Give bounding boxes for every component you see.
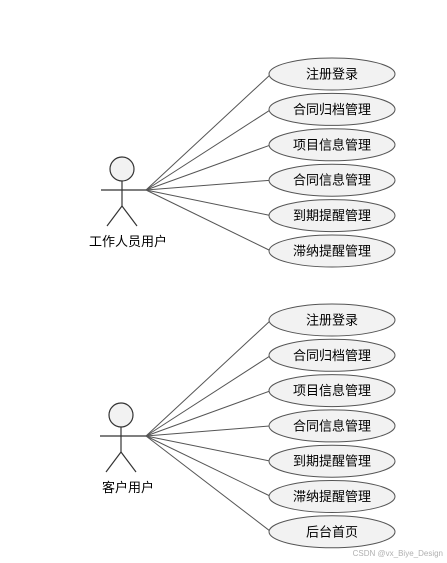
use-case-label: 合同归档管理 bbox=[293, 348, 371, 363]
use-case-item: 项目信息管理 bbox=[268, 128, 396, 162]
use-case-ellipse bbox=[268, 409, 396, 443]
use-case-label: 滞纳提醒管理 bbox=[293, 244, 371, 259]
association-line bbox=[145, 390, 272, 437]
association-line bbox=[145, 425, 272, 437]
association-line bbox=[145, 73, 272, 191]
use-case-ellipse bbox=[268, 57, 396, 91]
association-line bbox=[145, 319, 272, 437]
association-line bbox=[145, 435, 272, 497]
use-case-label: 合同信息管理 bbox=[293, 173, 371, 188]
actor-head bbox=[108, 402, 134, 428]
actor-group-customer: 客户用户 注册登录合同归档管理项目信息管理合同信息管理到期提醒管理滞纳提醒管理后台… bbox=[100, 303, 396, 549]
association-line bbox=[145, 108, 272, 191]
association-line bbox=[145, 435, 272, 533]
use-case-label: 项目信息管理 bbox=[293, 137, 371, 152]
use-case-ellipse bbox=[268, 128, 396, 162]
use-case-ellipse bbox=[268, 444, 396, 478]
use-case-label: 合同信息管理 bbox=[293, 418, 371, 433]
use-case-item: 注册登录 bbox=[268, 57, 396, 91]
use-case-ellipse bbox=[268, 163, 396, 197]
use-case-ellipse bbox=[268, 338, 396, 372]
use-case-label: 项目信息管理 bbox=[293, 383, 371, 398]
actor-leg-left bbox=[105, 451, 122, 473]
use-case-item: 到期提醒管理 bbox=[268, 444, 396, 478]
use-case-label: 注册登录 bbox=[306, 67, 358, 82]
actor-leg-right bbox=[120, 451, 137, 473]
actor-label: 客户用户 bbox=[102, 480, 154, 495]
association-line bbox=[145, 179, 272, 191]
use-case-label: 滞纳提醒管理 bbox=[293, 489, 371, 504]
actor-leg-left bbox=[106, 205, 123, 227]
association-line bbox=[145, 354, 272, 437]
use-case-item: 合同信息管理 bbox=[268, 163, 396, 197]
actor-stick-figure-icon bbox=[101, 156, 146, 227]
actor-head bbox=[109, 156, 135, 182]
use-case-item: 项目信息管理 bbox=[268, 374, 396, 408]
use-case-ellipse bbox=[268, 199, 396, 233]
use-case-label: 注册登录 bbox=[306, 313, 358, 328]
use-case-ellipse bbox=[268, 234, 396, 268]
use-case-item: 后台首页 bbox=[268, 515, 396, 549]
actor-leg-right bbox=[121, 205, 138, 227]
use-case-item: 注册登录 bbox=[268, 303, 396, 337]
use-case-label: 后台首页 bbox=[306, 524, 358, 539]
use-case-label: 到期提醒管理 bbox=[293, 208, 371, 223]
use-case-item: 滞纳提醒管理 bbox=[268, 480, 396, 513]
use-case-item: 合同归档管理 bbox=[268, 92, 396, 126]
use-case-ellipse bbox=[268, 92, 396, 126]
use-case-label: 到期提醒管理 bbox=[293, 454, 371, 469]
actor-stick-figure-icon bbox=[100, 402, 146, 473]
use-case-ellipse bbox=[268, 303, 396, 337]
use-case-ellipse bbox=[268, 480, 396, 513]
association-line bbox=[145, 435, 272, 462]
association-line bbox=[145, 189, 272, 217]
use-case-ellipse bbox=[268, 515, 396, 549]
use-case-item: 合同归档管理 bbox=[268, 338, 396, 372]
watermark-text: CSDN @vx_Biye_Design bbox=[353, 549, 443, 558]
use-case-label: 合同归档管理 bbox=[293, 102, 371, 117]
use-case-item: 滞纳提醒管理 bbox=[268, 234, 396, 268]
association-line bbox=[145, 189, 272, 252]
use-case-ellipse bbox=[268, 374, 396, 408]
association-line bbox=[145, 144, 272, 191]
actor-label: 工作人员用户 bbox=[89, 234, 167, 249]
use-case-item: 到期提醒管理 bbox=[268, 199, 396, 233]
use-case-item: 合同信息管理 bbox=[268, 409, 396, 443]
